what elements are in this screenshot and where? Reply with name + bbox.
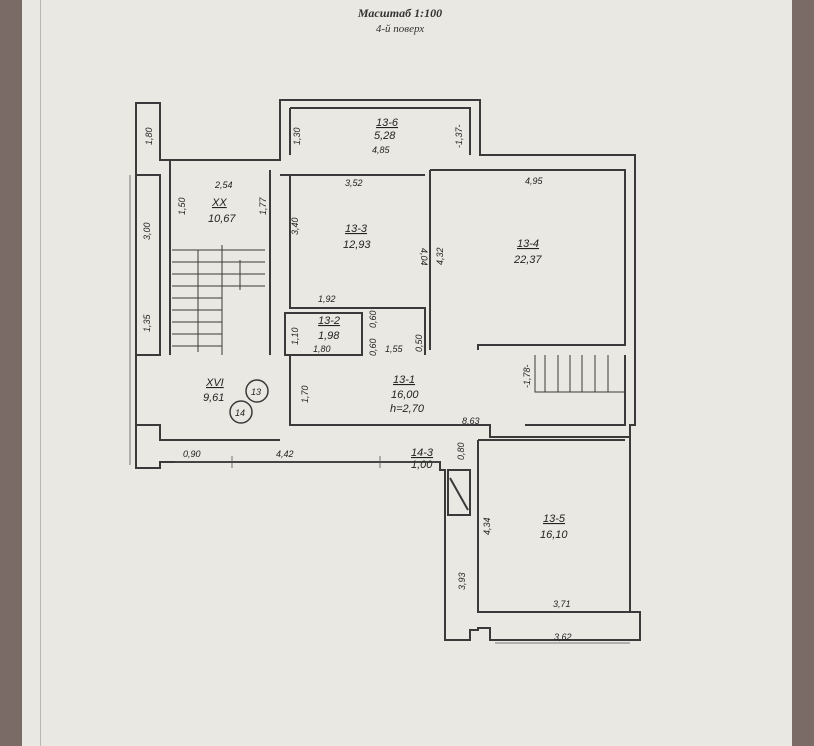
wall-room-14-3 [439,462,471,516]
marker-14 [229,400,253,424]
room-13-1-area: 16,00 [391,389,419,401]
marker-14-label: 14 [235,408,245,418]
room-xvi-area: 9,61 [203,392,224,404]
page-edge [40,0,41,746]
dim-3-40: 3,40 [290,217,300,235]
wall-outline-left [135,99,641,641]
room-xvi-label: XVI [205,377,224,389]
wall-room-13-1 [289,355,630,438]
dim-1-80: 1,80 [144,127,154,145]
room-13-4-label: 13-4 [517,238,539,250]
dim-2-54: 2,54 [214,180,233,190]
room-13-3-label: 13-3 [345,223,368,235]
dim-3-62: 3,62 [554,632,572,642]
dim-1-70: 1,70 [300,385,310,403]
dim-1-78: -1,78- [522,364,532,388]
dim-1-80b: 1,80 [313,344,331,354]
room-13-4-area: 22,37 [513,254,542,266]
room-13-6-label: 13-6 [376,117,399,129]
stair-right-corridor [534,355,625,393]
wall-balcony [289,107,471,155]
dim-4-04: 4,04 [419,248,429,266]
dim-3-93: 3,93 [457,572,467,590]
dim-8-63: 8,63 [462,416,480,426]
dim-0-60b: 0,60 [368,338,378,356]
stair-left [172,245,223,355]
dim-1-35: 1,35 [142,313,152,332]
dim-4-42: 4,42 [276,449,294,459]
scale-title: Масштаб 1:100 [357,6,443,20]
room-xx-label: XX [211,197,227,209]
dim-4-95: 4,95 [525,176,544,186]
dim-0-60a: 0,60 [368,310,378,328]
dim-3-71: 3,71 [553,599,571,609]
dim-0-80: 0,80 [456,442,466,460]
dim-0-90: 0,90 [183,449,201,459]
room-14-3-area: 1,00 [411,459,433,471]
room-14-3-label: 14-3 [411,447,434,459]
dim-0-50: 0,50 [414,334,424,352]
floor-subtitle: 4-й поверх [375,23,425,35]
dim-1-10: 1,10 [290,327,300,345]
wall-room-13-4 [429,169,626,350]
dim-1-77: 1,77 [258,196,268,215]
room-13-3-area: 12,93 [343,239,371,251]
dim-3-52: 3,52 [345,178,363,188]
document-page [22,0,792,746]
room-xx-area: 10,67 [208,213,236,225]
room-13-6-area: 5,28 [374,130,396,142]
room-13-2-area: 1,98 [318,330,340,342]
wall-room-13-5 [477,439,630,613]
wall-room-13-2 [284,312,363,356]
dim-4-85: 4,85 [372,145,391,155]
room-13-1-height: h=2,70 [390,403,425,415]
marker-13 [245,379,269,403]
dim-1-55: 1,55 [385,344,404,354]
room-13-2-label: 13-2 [318,315,340,327]
wall-room-13-3 [269,170,426,355]
dim-1-50: 1,50 [177,197,187,215]
room-13-1-label: 13-1 [393,374,415,386]
dim-1-37: -1,37- [454,124,464,148]
dim-4-32: 4,32 [435,247,445,265]
dim-4-34: 4,34 [482,517,492,535]
dim-line-bottom-left [175,456,440,468]
stair-right [222,249,265,290]
dim-1-92: 1,92 [318,294,336,304]
marker-13-label: 13 [251,387,261,397]
room-13-5-area: 16,10 [540,529,568,541]
dim-1-30a: 1,30 [292,127,302,145]
dim-3-00: 3,00 [142,222,152,240]
wall-stair-left [136,160,171,356]
room-13-5-label: 13-5 [543,513,566,525]
wall-corridor [135,355,280,441]
